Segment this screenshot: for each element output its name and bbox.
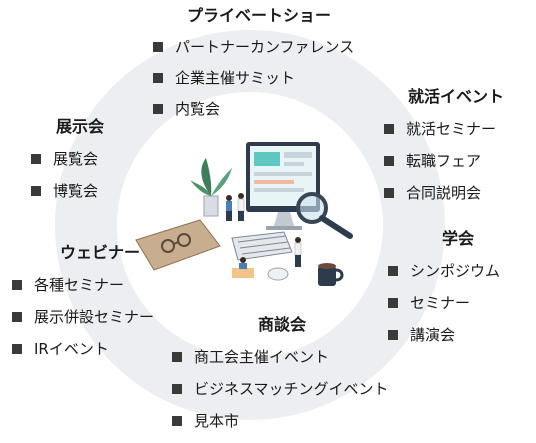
list-item: 転職フェア (384, 151, 504, 171)
coffee-cup-icon (318, 263, 344, 286)
list-item: 見本市 (172, 411, 389, 431)
list-item: 展示併設セミナー (12, 307, 154, 327)
list-item: セミナー (388, 293, 500, 313)
list-item: 就活セミナー (384, 119, 504, 139)
group-title: 展示会 (56, 117, 105, 136)
group-title: プライベートショー (187, 6, 332, 25)
list-item: 合同説明会 (384, 183, 504, 203)
office-illustration (135, 142, 353, 286)
group-title: ウェビナー (60, 243, 141, 262)
group-title: 学会 (442, 229, 475, 248)
person-icon (226, 195, 232, 221)
person-icon (237, 193, 245, 221)
list-item: パートナーカンファレンス (153, 37, 354, 57)
list-item: シンポジウム (388, 261, 500, 281)
group-webinar: ウェビナー 各種セミナー 展示併設セミナー IRイベント (12, 243, 154, 359)
list-item: 博覧会 (31, 181, 104, 201)
person-icon (232, 257, 254, 278)
list-item: IRイベント (12, 339, 154, 359)
notebook-icon (135, 219, 221, 271)
group-title: 商談会 (258, 315, 307, 334)
list-item: 各種セミナー (12, 275, 154, 295)
list-item: 講演会 (388, 325, 500, 345)
plant-icon (190, 158, 232, 217)
group-title: 就活イベント (408, 87, 505, 106)
magnifier-icon (296, 192, 353, 239)
group-academic-conference: 学会 シンポジウム セミナー 講演会 (388, 229, 500, 345)
list-item: 商工会主催イベント (172, 347, 389, 367)
group-business-meeting: 商談会 商工会主催イベント ビジネスマッチングイベント 見本市 (172, 315, 389, 431)
monitor-icon (246, 142, 320, 230)
keyboard-icon (231, 231, 293, 261)
list-item: ビジネスマッチングイベント (172, 379, 389, 399)
group-exhibition: 展示会 展覧会 博覧会 (31, 117, 104, 201)
group-job-hunting-event: 就活イベント 就活セミナー 転職フェア 合同説明会 (384, 87, 504, 203)
list-item: 内覧会 (153, 99, 354, 119)
person-icon (294, 237, 302, 267)
mouse-icon (267, 267, 289, 281)
group-private-show: プライベートショー パートナーカンファレンス 企業主催サミット 内覧会 (153, 6, 354, 119)
list-item: 企業主催サミット (153, 68, 354, 88)
list-item: 展覧会 (31, 149, 104, 169)
